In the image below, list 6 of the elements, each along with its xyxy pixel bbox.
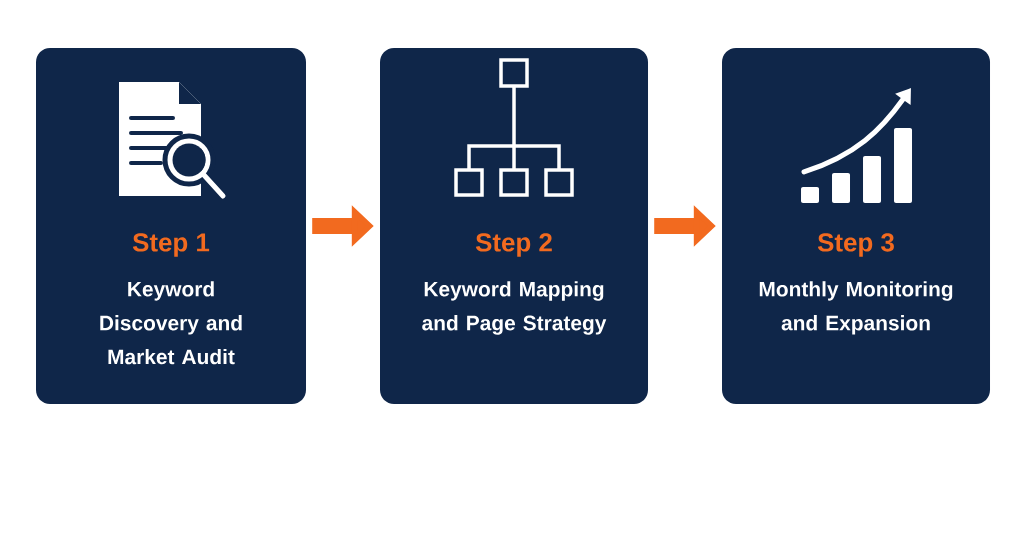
step-heading: Step 1 [132,233,210,257]
step-description: Keyword Discovery and Market Audit [100,281,242,365]
step-heading: Step 2 [475,233,552,257]
step-heading: Step 3 [817,233,894,257]
step-description: Keyword Mapping and Page Strategy [422,281,607,335]
step-description: Monthly Monitoring and Expansion [759,281,953,335]
